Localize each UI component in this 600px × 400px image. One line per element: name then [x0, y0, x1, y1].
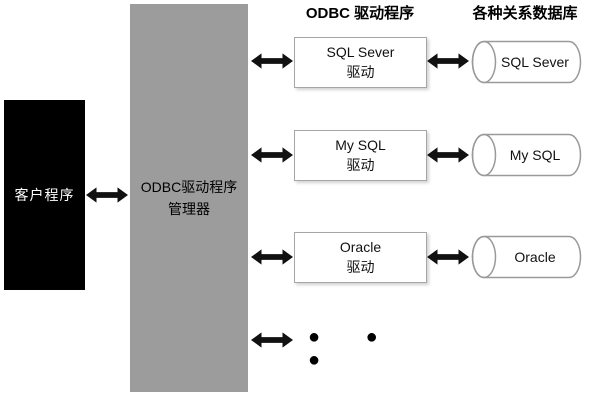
database-cylinder-sqlserver: SQL Sever	[470, 40, 586, 84]
drivers-column-header: ODBC 驱动程序	[305, 5, 415, 22]
database-label: SQL Sever	[501, 54, 569, 70]
driver-label-line2: 驱动	[346, 258, 375, 275]
manager-label-line2: 管理器	[168, 201, 210, 217]
client-program-label: 客户程序	[14, 187, 75, 203]
driver-label-line1: SQL Sever	[326, 43, 395, 60]
odbc-driver-manager-box: ODBC驱动程序 管理器	[130, 4, 248, 392]
driver-label-line2: 驱动	[346, 63, 375, 80]
ellipsis-dots: ● ● ●	[308, 326, 398, 371]
double-arrow-icon	[251, 147, 293, 163]
client-program-box: 客户程序	[4, 100, 85, 290]
database-cylinder-oracle: Oracle	[470, 235, 586, 279]
driver-label-line1: My SQL	[335, 136, 386, 153]
cylinder-icon	[471, 40, 582, 84]
double-arrow-icon	[427, 53, 469, 69]
database-label: My SQL	[509, 147, 561, 163]
driver-label-line2: 驱动	[346, 156, 375, 173]
driver-box-sqlserver: SQL Sever 驱动	[294, 37, 427, 88]
double-arrow-icon	[86, 187, 128, 203]
driver-box-mysql: My SQL 驱动	[294, 130, 427, 181]
driver-label-line1: Oracle	[339, 238, 382, 255]
cylinder-icon	[471, 133, 582, 177]
database-cylinder-mysql: My SQL	[470, 133, 586, 177]
databases-column-header: 各种关系数据库	[472, 5, 578, 22]
cylinder-icon	[471, 235, 582, 279]
manager-label-line1: ODBC驱动程序	[140, 178, 238, 195]
double-arrow-icon	[251, 249, 293, 265]
double-arrow-icon	[427, 249, 469, 265]
double-arrow-icon	[251, 53, 293, 69]
double-arrow-icon	[427, 147, 469, 163]
database-label: Oracle	[514, 249, 556, 265]
double-arrow-icon	[251, 332, 293, 348]
driver-box-oracle: Oracle 驱动	[294, 232, 427, 283]
